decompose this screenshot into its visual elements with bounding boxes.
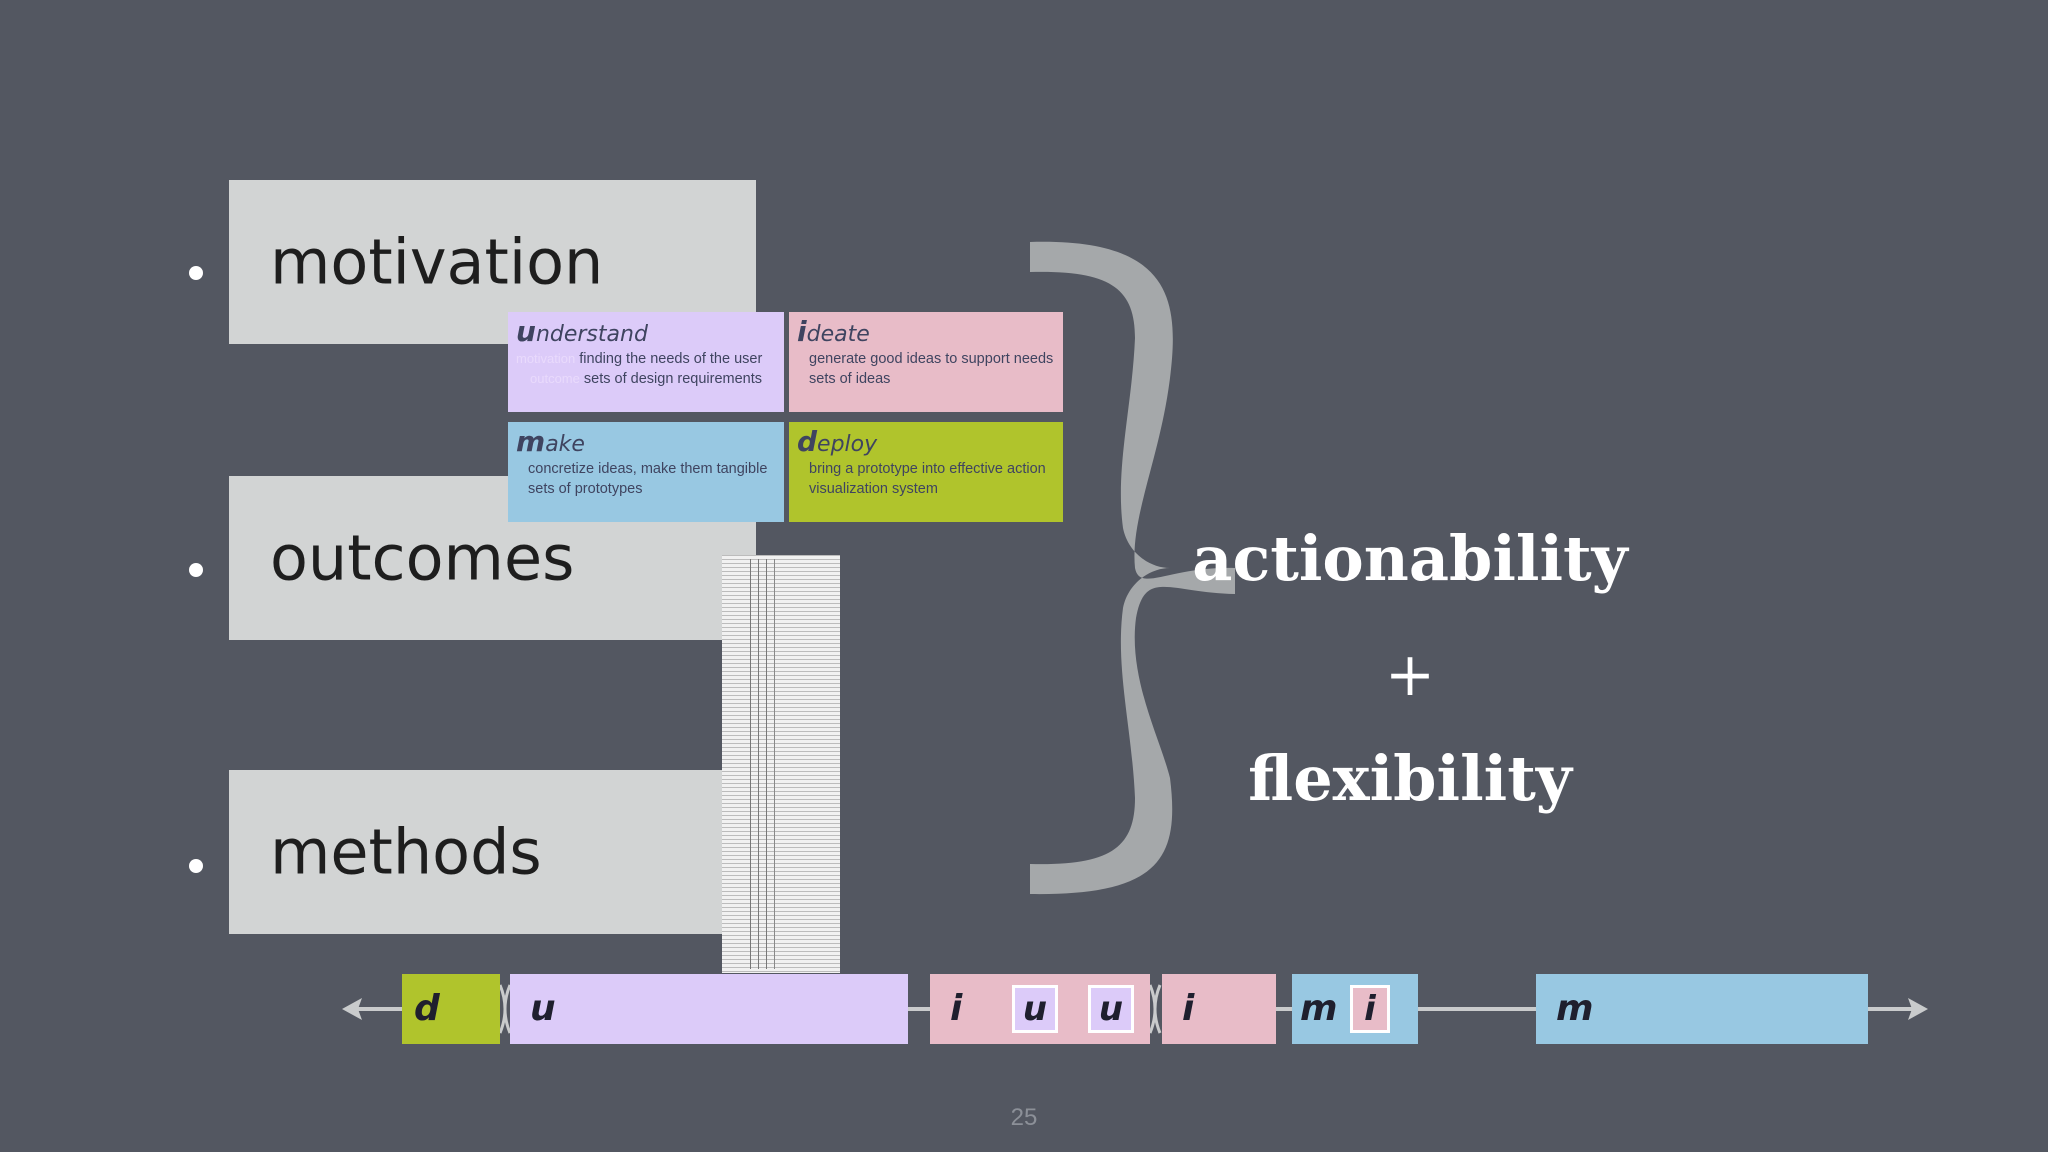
card-understand: understand motivation finding the needs …	[508, 312, 784, 412]
timeline-label-i: i	[950, 988, 963, 1029]
timeline-segment-understand	[510, 974, 908, 1044]
timeline-segment-ideate-2	[1162, 974, 1276, 1044]
timeline-label-d: d	[414, 988, 440, 1029]
bullet-dot-motivation	[189, 266, 203, 280]
methods-label: methods	[270, 815, 542, 889]
card-deploy: deploy bring a prototype into effective …	[789, 422, 1063, 522]
card-ideate-line2: sets of ideas	[809, 371, 891, 387]
outcomes-label: outcomes	[270, 521, 575, 595]
timeline-mini-u-2: u	[1088, 985, 1134, 1033]
bullet-dot-methods	[189, 859, 203, 873]
card-deploy-line1: bring a prototype into effective action	[809, 461, 1046, 477]
curly-brace	[1030, 241, 1235, 895]
motivation-label: motivation	[270, 225, 604, 299]
card-ideate-title: ideate	[797, 315, 870, 348]
methods-box: methods	[229, 770, 756, 934]
card-ideate-line1: generate good ideas to support needs	[809, 351, 1054, 367]
page-number: 25	[1010, 1104, 1038, 1131]
card-understand-line1: motivation finding the needs of the user	[516, 351, 763, 367]
plus-sign: +	[1384, 640, 1436, 710]
card-make-line2: sets of prototypes	[528, 481, 643, 497]
card-deploy-title: deploy	[797, 425, 878, 458]
outcomes-box: outcomes	[229, 476, 756, 640]
timeline-label-m: m	[1300, 988, 1338, 1029]
card-ideate: ideate generate good ideas to support ne…	[789, 312, 1063, 412]
timeline-mini-i: i	[1350, 985, 1390, 1033]
flexibility-text: flexibility	[1248, 742, 1572, 815]
timeline-segment-make-2	[1536, 974, 1868, 1044]
card-make-title: make	[516, 425, 585, 458]
timeline-label-i-2: i	[1182, 988, 1195, 1029]
bullet-dot-outcomes	[189, 563, 203, 577]
paper-thumbnail	[722, 555, 840, 973]
card-understand-title: understand	[516, 315, 648, 348]
card-understand-line2: outcome sets of design requirements	[530, 371, 763, 387]
timeline-mini-u-1: u	[1012, 985, 1058, 1033]
card-deploy-line2: visualization system	[809, 481, 938, 497]
actionability-text: actionability	[1192, 522, 1628, 595]
timeline-segment-deploy	[402, 974, 500, 1044]
card-make-line1: concretize ideas, make them tangible	[528, 461, 768, 477]
card-make: make concretize ideas, make them tangibl…	[508, 422, 784, 522]
timeline-label-m-2: m	[1556, 988, 1594, 1029]
timeline-label-u: u	[530, 988, 556, 1029]
